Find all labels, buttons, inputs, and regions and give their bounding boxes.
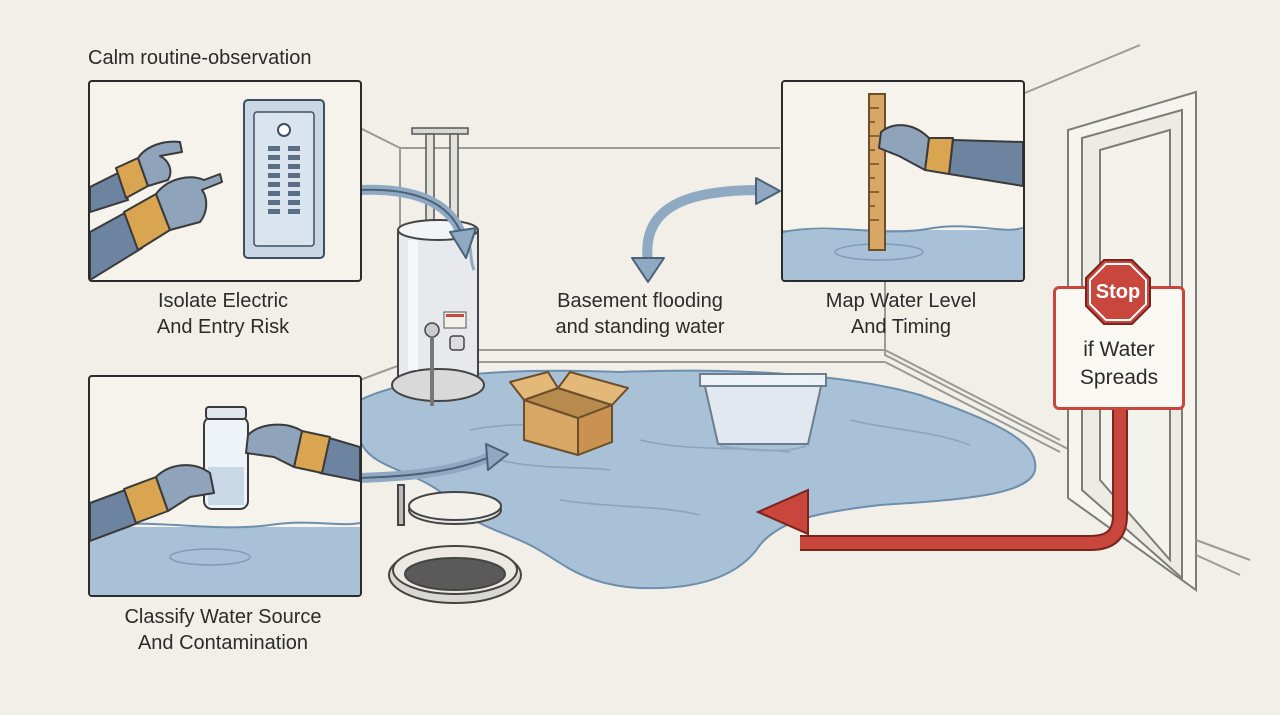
sample-jar-icon: [203, 406, 249, 510]
sump-pit-icon: [388, 484, 522, 604]
isolate-electric-illustration: [90, 99, 325, 280]
panel-isolate-electric: [88, 80, 362, 282]
classify-label-line1: Classify Water Source: [124, 606, 322, 628]
gloved-hands-icon: [90, 140, 223, 280]
center-label-line1: Basement flooding: [557, 290, 723, 312]
map-label-line2: And Timing: [850, 316, 952, 338]
panel-map-water-level: [781, 80, 1025, 282]
flow-arrows: [190, 136, 763, 483]
isolate-label-line2: And Entry Risk: [156, 316, 290, 338]
stop-arrow-icon: [755, 404, 1128, 551]
scene-title: Calm routine-observation: [88, 47, 312, 69]
ruler-icon: [868, 93, 886, 251]
cardboard-box-icon: [509, 371, 629, 456]
stop-sign-text: Stop: [1095, 281, 1141, 303]
stop-sign-icon: [1085, 259, 1151, 325]
water-heater-icon: [391, 127, 485, 406]
stop-label-line2: Spreads: [1079, 366, 1159, 389]
isolate-label-line1: Isolate Electric: [157, 290, 289, 312]
map-label-line1: Map Water Level: [825, 290, 977, 312]
storage-bin-icon: [699, 373, 827, 452]
classify-water-illustration: [90, 406, 360, 595]
stop-label-line1: if Water: [1083, 338, 1155, 361]
panel-classify-water: [88, 375, 362, 597]
map-water-level-illustration: [783, 93, 1023, 280]
classify-label-line2: And Contamination: [137, 632, 309, 654]
breaker-panel-icon: [243, 99, 325, 259]
center-label-line2: and standing water: [555, 316, 725, 338]
